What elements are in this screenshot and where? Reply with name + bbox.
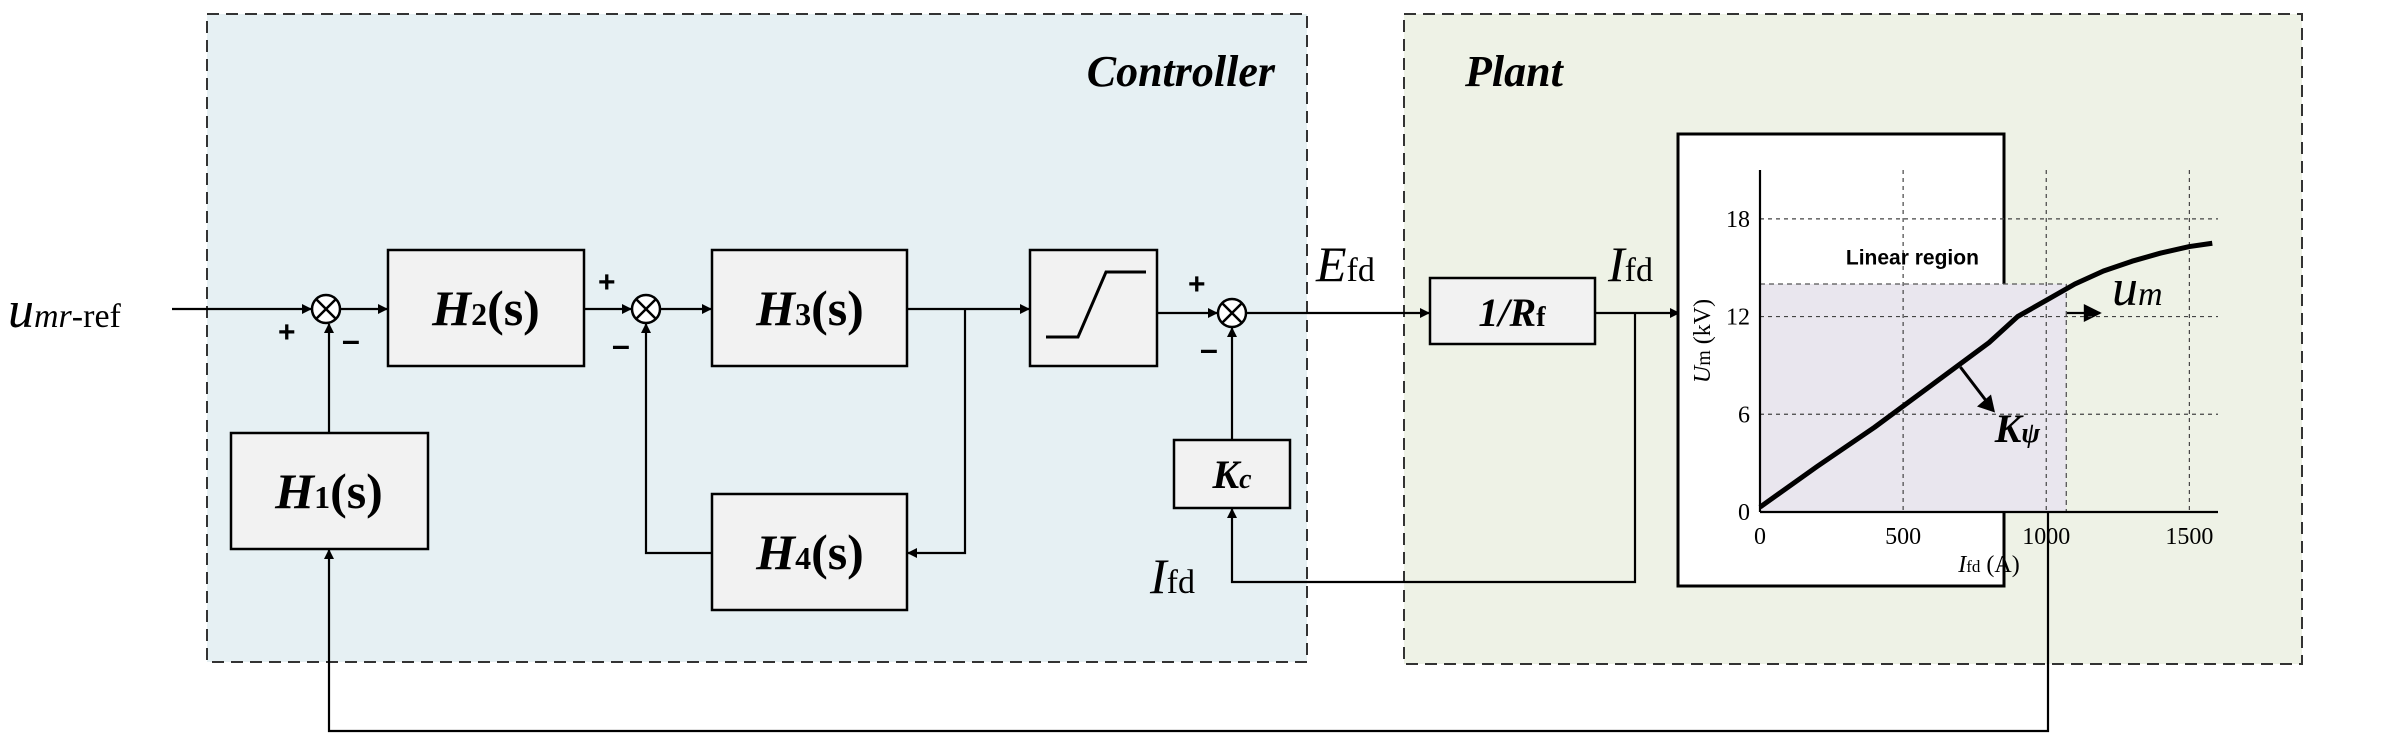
ifd-feedback-label: Ifd [1149,548,1195,604]
efd-label: Efd [1315,236,1375,292]
h3-label: H3(s) [755,280,864,336]
rf-label: 1/Rf [1478,290,1546,335]
linear-region-label: Linear region [1846,246,1979,269]
ifd-output-label: Ifd [1607,236,1653,292]
controller-title: Controller [1087,47,1276,96]
sum1-plus-sign: + [278,316,296,349]
y-tick-label: 0 [1738,500,1750,526]
slope-arrow-head [1977,394,1995,413]
saturation-block[interactable] [1028,248,1159,368]
rf-block[interactable] [1428,276,1597,346]
h2-label: H2(s) [431,280,540,336]
ifd-feedback-path [1227,313,1637,584]
x-tick-label: 1000 [2022,524,2070,550]
y-tick-label: 12 [1726,305,1750,331]
output-signal-label: um [2112,260,2163,317]
k-psi-label: Kψ [1994,406,2041,451]
summing-junction-1 [310,293,342,325]
sum1-minus-sign: – [342,322,360,358]
summing-junction-3 [1216,297,1248,329]
outer-feedback-path [324,313,2050,733]
h3-block[interactable] [710,248,909,368]
sum2-plus-sign: + [598,266,616,299]
h1-label: H1(s) [274,463,383,519]
plant-title: Plant [1464,47,1565,96]
x-axis-label: Ifd (A) [1957,552,2020,578]
saturation-icon [1046,270,1146,339]
sum3-minus-sign: – [1200,331,1218,367]
um-curve [1758,240,2213,510]
x-tick-label: 1500 [2165,524,2213,550]
slope-arrow-line [1959,366,1991,406]
sum2-minus-sign: – [612,327,630,363]
h4-feedback-path [907,309,967,558]
h4-to-sum2-path [641,323,712,555]
y-tick-label: 18 [1726,207,1750,233]
y-tick-label: 6 [1738,402,1750,428]
h2-block[interactable] [386,248,586,368]
input-signal-label: umr-ref [8,282,122,339]
h1-block[interactable] [229,431,430,551]
y-axis-label: Um (kV) [1690,299,1716,383]
sum3-plus-sign: + [1188,268,1206,301]
x-tick-label: 500 [1885,524,1921,550]
h4-label: H4(s) [755,524,864,580]
summing-junction-2 [630,293,662,325]
signal-lines [172,304,2102,733]
x-tick-label: 0 [1754,524,1766,550]
kc-label: Kc [1211,452,1252,497]
